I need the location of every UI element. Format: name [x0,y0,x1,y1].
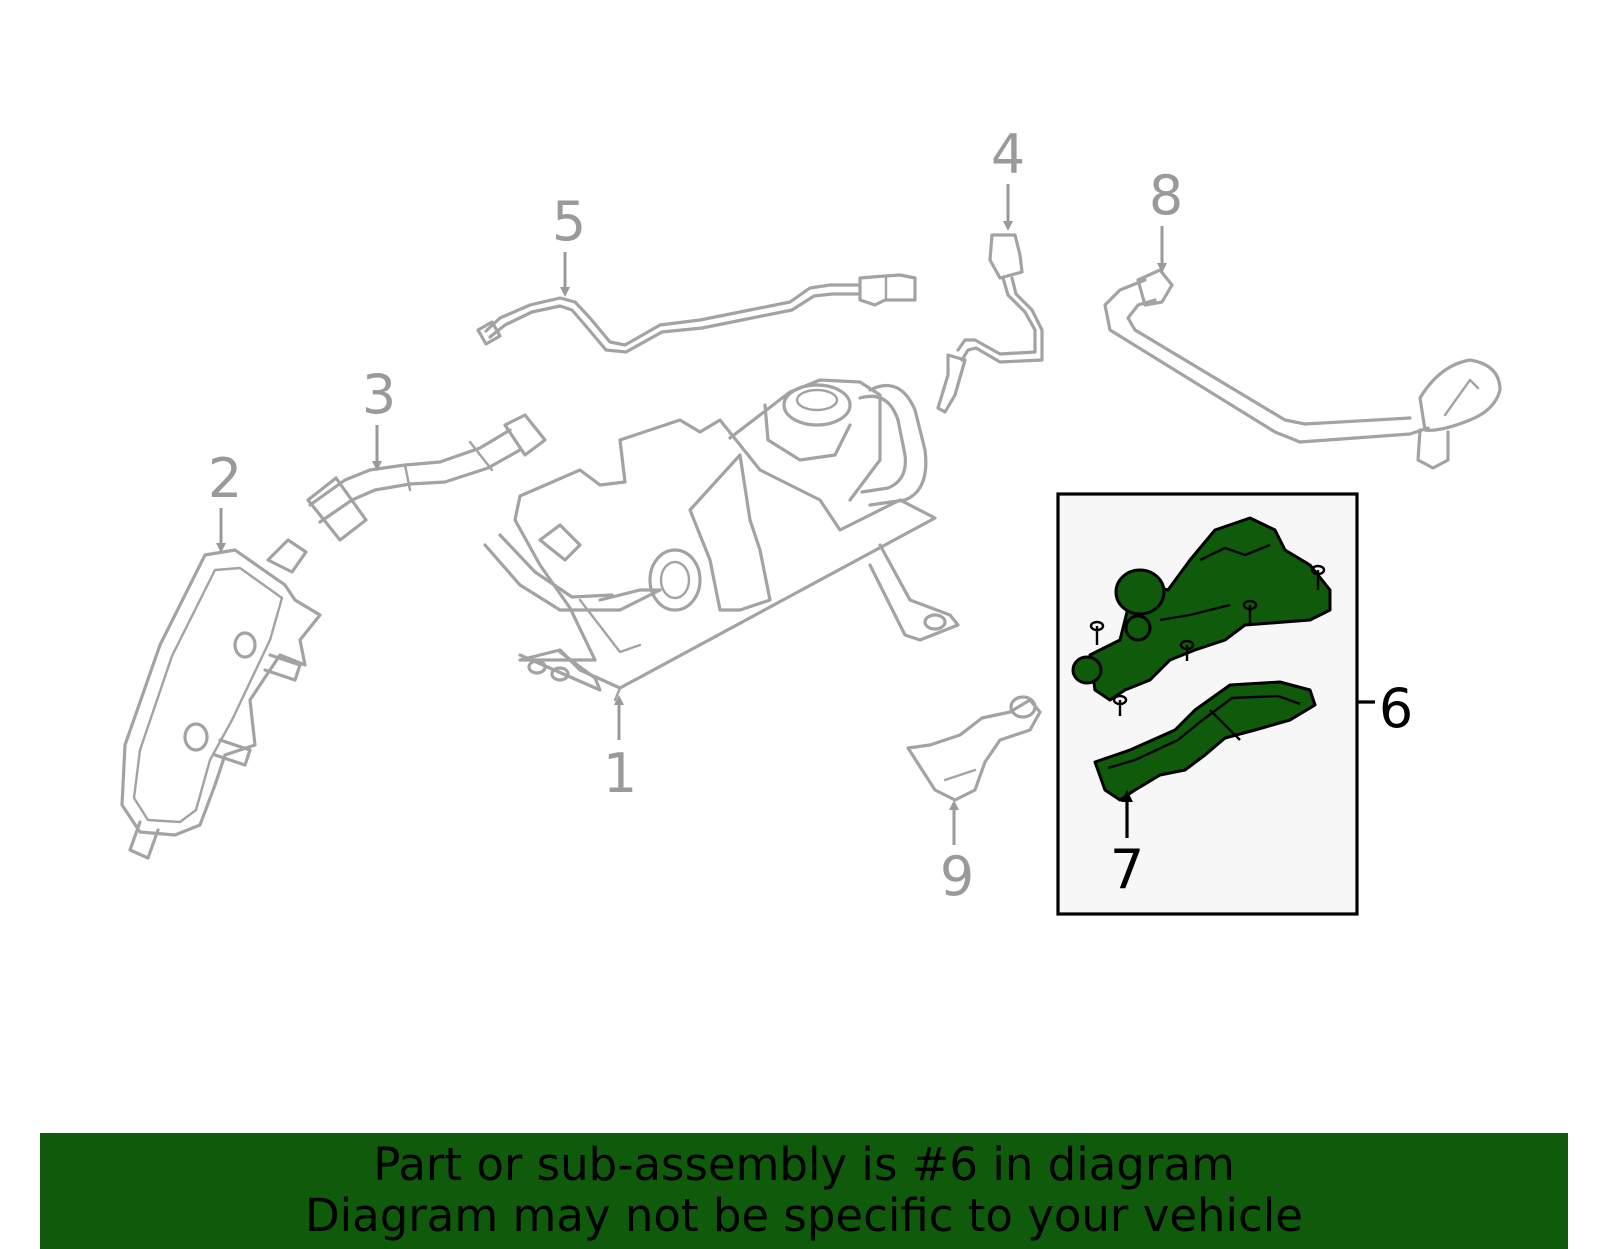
part-3-hose[interactable] [306,413,547,542]
part-1-pump-assembly[interactable] [483,378,960,702]
part-2-canister[interactable] [120,538,322,860]
part-9-elbow[interactable] [906,695,1042,802]
info-banner: Part or sub-assembly is #6 in diagram Di… [40,1133,1568,1249]
callout-4: 4 [991,123,1025,186]
banner-line-1: Part or sub-assembly is #6 in diagram [373,1138,1235,1191]
callout-2: 2 [208,447,242,510]
part-8-hose[interactable] [1103,268,1502,470]
callout-8: 8 [1149,164,1183,227]
callout-6: 6 [1379,677,1413,740]
part-5-sensor[interactable] [476,273,917,354]
part-6-cover[interactable] [1071,516,1332,716]
inset-part-6[interactable] [1056,492,1359,916]
callout-9: 9 [940,845,974,908]
leader-lines [216,184,1375,845]
callout-3: 3 [362,363,396,426]
callout-7: 7 [1110,838,1144,901]
callout-5: 5 [552,190,586,253]
banner-line-2: Diagram may not be specific to your vehi… [305,1189,1303,1242]
part-4-sensor[interactable] [936,233,1044,414]
callout-1: 1 [603,742,637,805]
